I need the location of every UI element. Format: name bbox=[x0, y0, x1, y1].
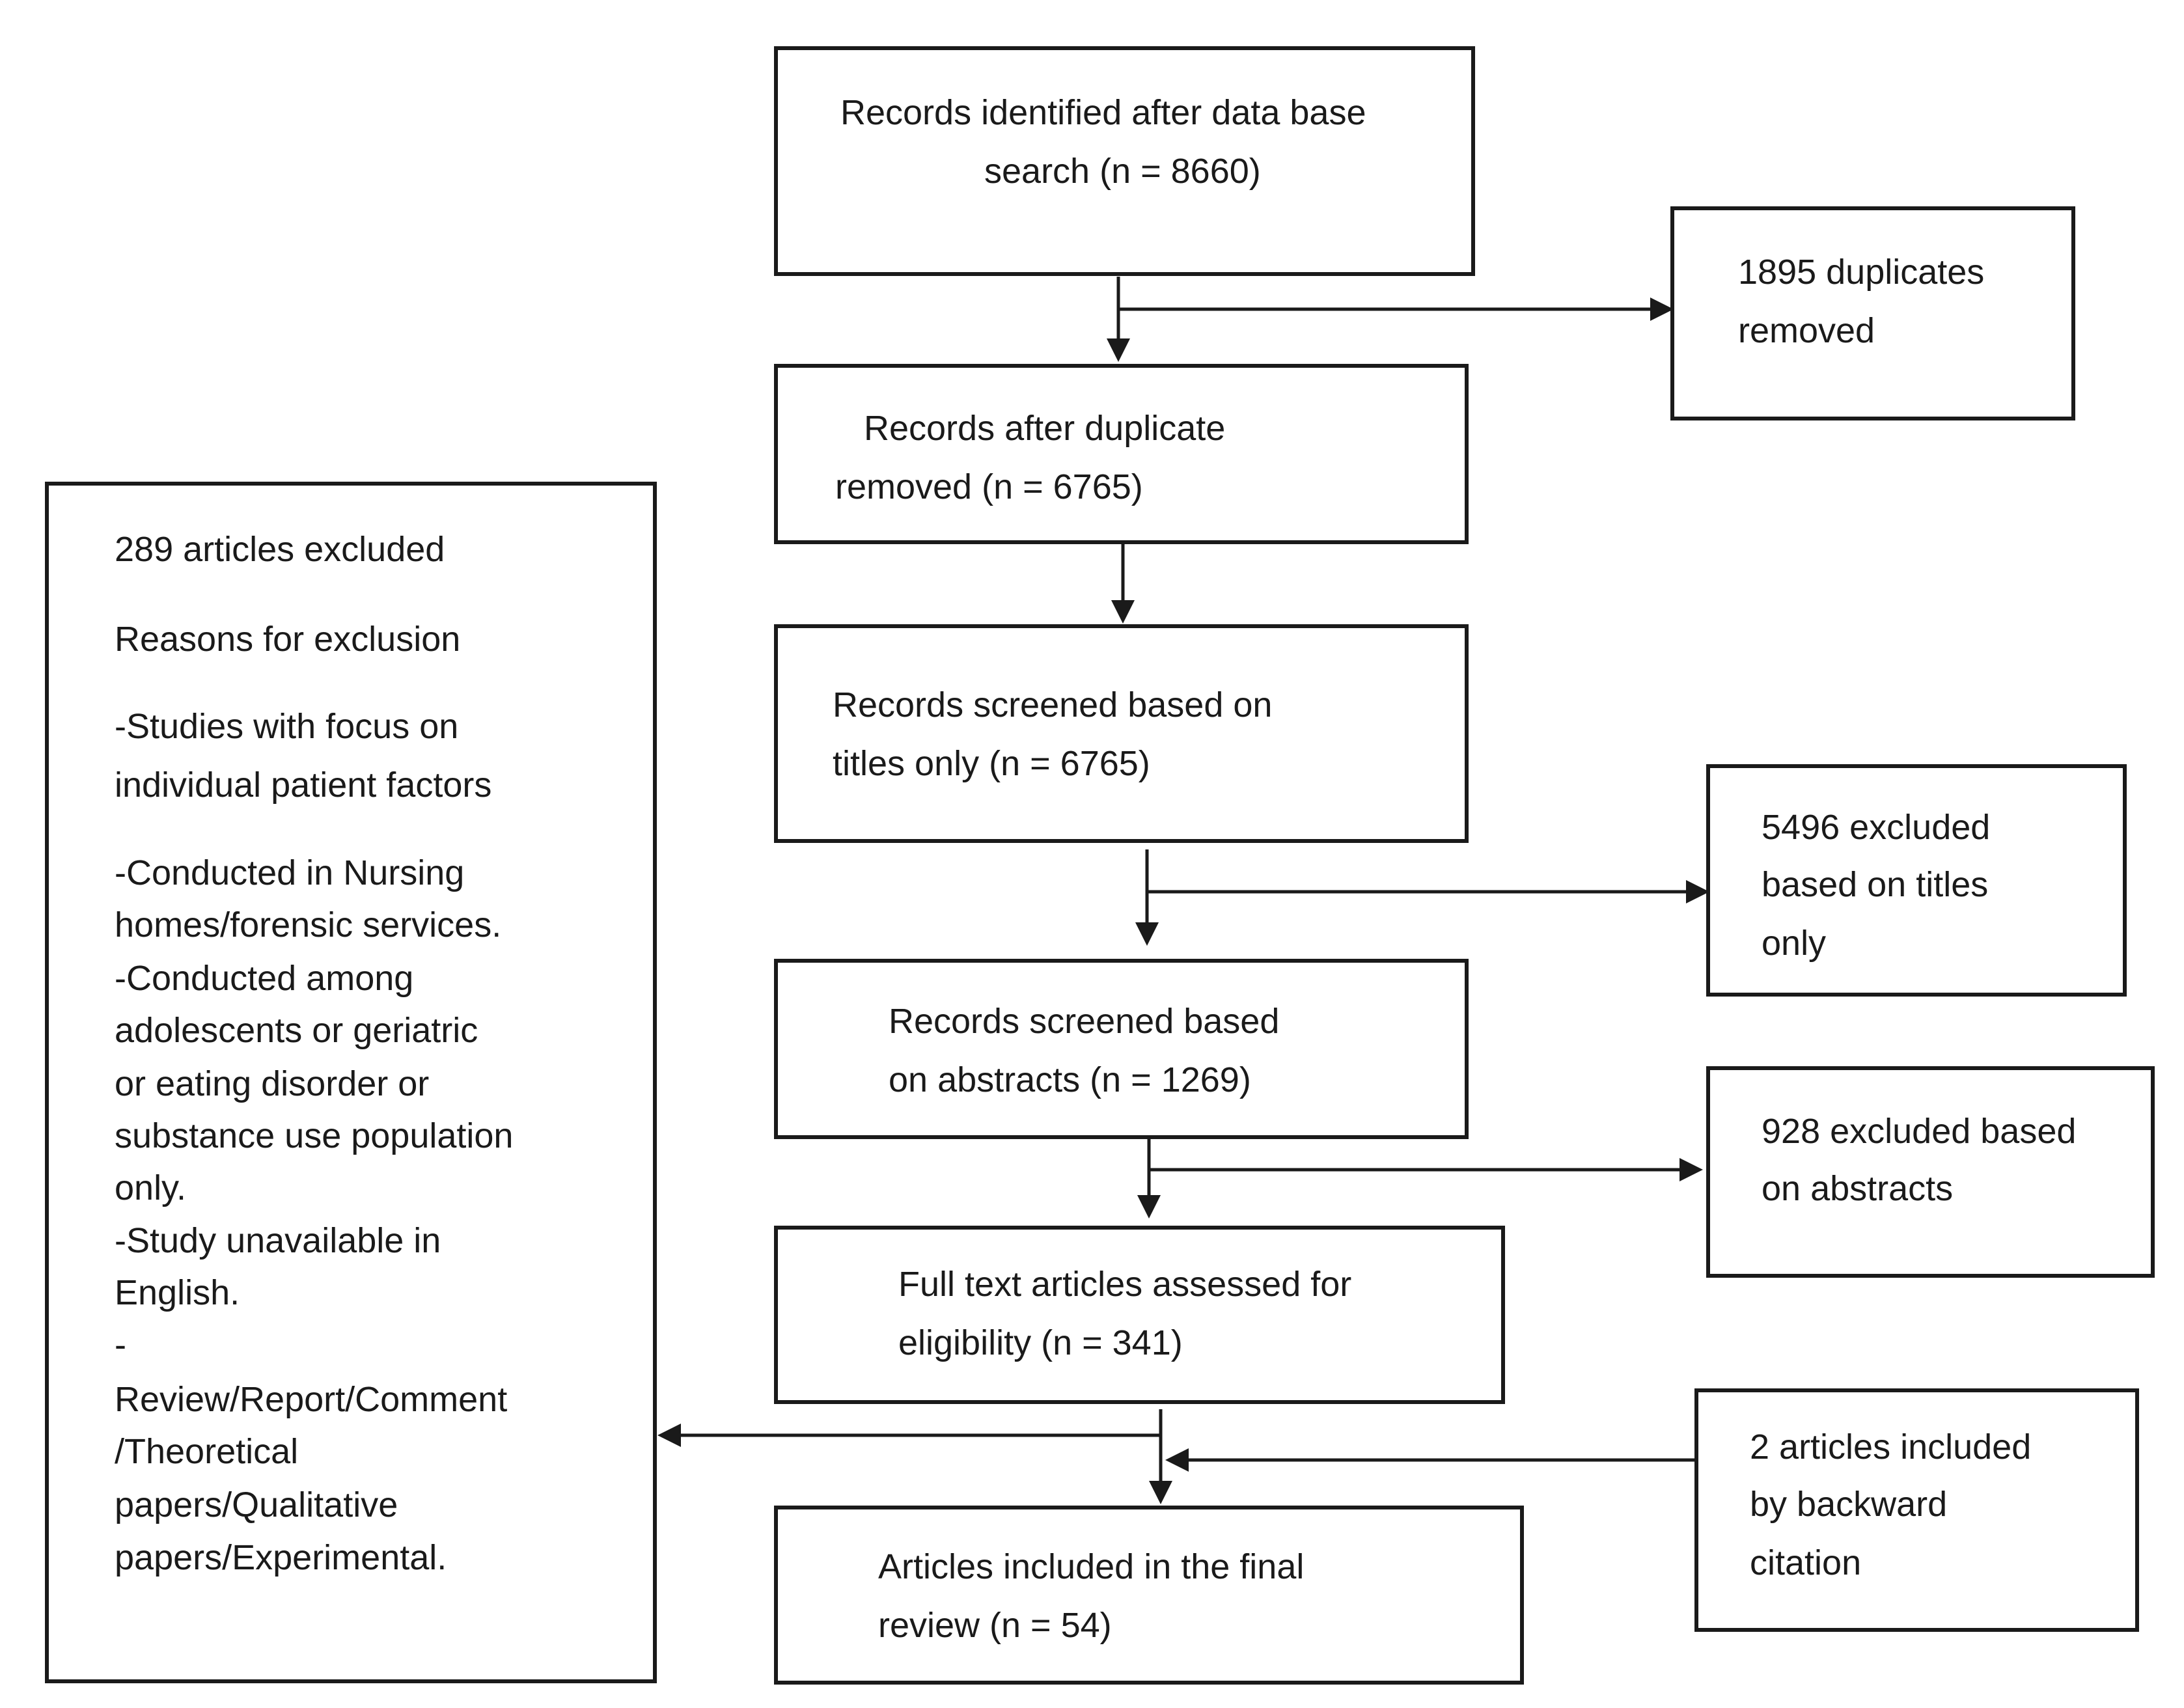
exclusion-reason-line: Review/Report/Comment bbox=[115, 1380, 508, 1419]
exclusion-reason-line: adolescents or geriatric bbox=[115, 1011, 478, 1050]
duplicates-line1: 1895 duplicates bbox=[1738, 253, 1985, 292]
abstracts-screened-line1: Records screened based bbox=[889, 1002, 1280, 1041]
full-text-line1: Full text articles assessed for bbox=[898, 1265, 1352, 1304]
records-identified-line1: Records identified after data base bbox=[840, 93, 1366, 132]
box-backward-citation bbox=[1694, 1388, 2139, 1632]
abstracts-excluded-line1: 928 excluded based bbox=[1762, 1112, 2077, 1151]
titles-excluded-line1: 5496 excluded bbox=[1762, 808, 1991, 847]
exclusion-reason-line: only. bbox=[115, 1168, 187, 1207]
box-abstracts-screened bbox=[774, 959, 1469, 1139]
duplicates-line2: removed bbox=[1738, 311, 1875, 350]
exclusion-reason-line: -Study unavailable in bbox=[115, 1221, 441, 1260]
after-duplicates-line1: Records after duplicate bbox=[864, 409, 1226, 448]
box-abstracts-excluded bbox=[1706, 1066, 2155, 1278]
final-review-line2: review (n = 54) bbox=[878, 1606, 1112, 1645]
titles-excluded-line3: only bbox=[1762, 924, 1827, 963]
full-text-line2: eligibility (n = 341) bbox=[898, 1323, 1183, 1362]
backward-citation-line1: 2 articles included bbox=[1750, 1427, 2032, 1467]
box-titles-screened bbox=[774, 624, 1469, 843]
box-after-duplicates bbox=[774, 364, 1469, 544]
exclusion-count: 289 articles excluded bbox=[115, 530, 445, 569]
exclusion-reason-line: /Theoretical bbox=[115, 1432, 299, 1471]
exclusion-heading: Reasons for exclusion bbox=[115, 620, 461, 659]
exclusion-reason-line: -Conducted in Nursing bbox=[115, 853, 465, 892]
titles-excluded-line2: based on titles bbox=[1762, 865, 1989, 904]
backward-citation-line2: by backward bbox=[1750, 1485, 1948, 1524]
exclusion-reason-line: papers/Experimental. bbox=[115, 1538, 447, 1577]
box-final-review bbox=[774, 1506, 1524, 1685]
exclusion-reason-line: - bbox=[115, 1325, 126, 1364]
abstracts-screened-line2: on abstracts (n = 1269) bbox=[889, 1060, 1251, 1099]
box-records-identified bbox=[774, 46, 1475, 276]
abstracts-excluded-line2: on abstracts bbox=[1762, 1169, 1954, 1208]
exclusion-reason-line: papers/Qualitative bbox=[115, 1485, 398, 1524]
exclusion-reason-line: homes/forensic services. bbox=[115, 905, 502, 944]
titles-screened-line2: titles only (n = 6765) bbox=[833, 744, 1150, 783]
exclusion-reason-line: -Studies with focus on bbox=[115, 707, 459, 746]
exclusion-reason-line: or eating disorder or bbox=[115, 1064, 430, 1103]
titles-screened-line1: Records screened based on bbox=[833, 685, 1273, 724]
exclusion-reason-line: substance use population bbox=[115, 1116, 514, 1155]
box-titles-excluded bbox=[1706, 764, 2127, 997]
final-review-line1: Articles included in the final bbox=[878, 1547, 1305, 1586]
box-exclusion-reasons bbox=[45, 482, 657, 1683]
exclusion-reason-line: individual patient factors bbox=[115, 765, 492, 805]
records-identified-line2: search (n = 8660) bbox=[984, 152, 1261, 191]
exclusion-reason-line: English. bbox=[115, 1273, 240, 1312]
backward-citation-line3: citation bbox=[1750, 1543, 1862, 1582]
exclusion-reason-line: -Conducted among bbox=[115, 959, 414, 998]
box-full-text-assessed bbox=[774, 1226, 1505, 1404]
box-duplicates-removed bbox=[1670, 206, 2075, 420]
after-duplicates-line2: removed (n = 6765) bbox=[835, 467, 1143, 506]
